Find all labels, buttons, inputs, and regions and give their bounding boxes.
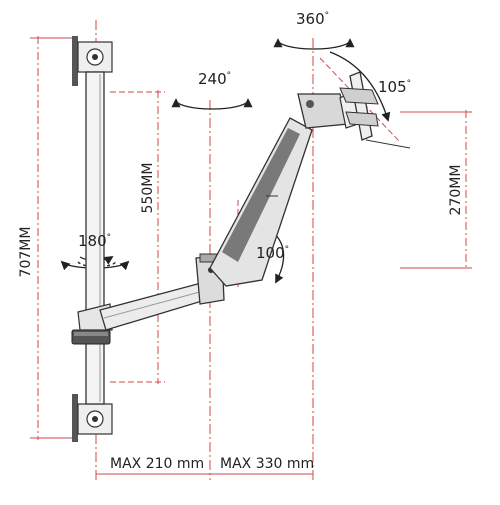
lower-arm-edge	[103, 289, 208, 319]
bottom-plate-side	[72, 394, 78, 442]
upper-arm-shadow	[222, 128, 300, 262]
bottom-wall-bracket	[72, 394, 113, 442]
lower-arm-body	[99, 281, 213, 331]
tilt-ref-line-2	[365, 139, 411, 149]
label-lift-100: 100°	[256, 244, 289, 262]
label-270mm: 270MM	[448, 165, 464, 216]
top-clamp-center	[92, 54, 98, 60]
top-wall-bracket	[72, 36, 113, 86]
arc-360	[273, 38, 355, 50]
label-tilt-105: 105°	[378, 78, 411, 96]
label-550mm: 550MM	[140, 163, 156, 214]
upper-arm	[209, 117, 313, 287]
arc-240	[171, 98, 253, 110]
bottom-clamp-center	[92, 416, 98, 422]
arc-105	[329, 51, 391, 122]
labels: 707MM 550MM 270MM 180° 240° 360° 105° 10…	[18, 10, 464, 472]
label-reach-outer: MAX 330 mm	[220, 456, 314, 472]
head-bolt	[306, 100, 314, 108]
vesa-plate	[339, 71, 379, 141]
vesa-bracket-bottom	[345, 111, 379, 127]
collar-ring-highlight	[74, 332, 108, 336]
vesa-bracket-top	[339, 87, 379, 105]
label-707mm: 707MM	[18, 227, 34, 278]
top-plate-side	[72, 36, 78, 86]
label-rotation-360: 360°	[296, 10, 329, 28]
label-rotation-240: 240°	[198, 70, 231, 88]
label-reach-inner: MAX 210 mm	[110, 456, 204, 472]
lower-arm	[99, 281, 213, 331]
label-rotation-180: 180°	[78, 232, 111, 250]
